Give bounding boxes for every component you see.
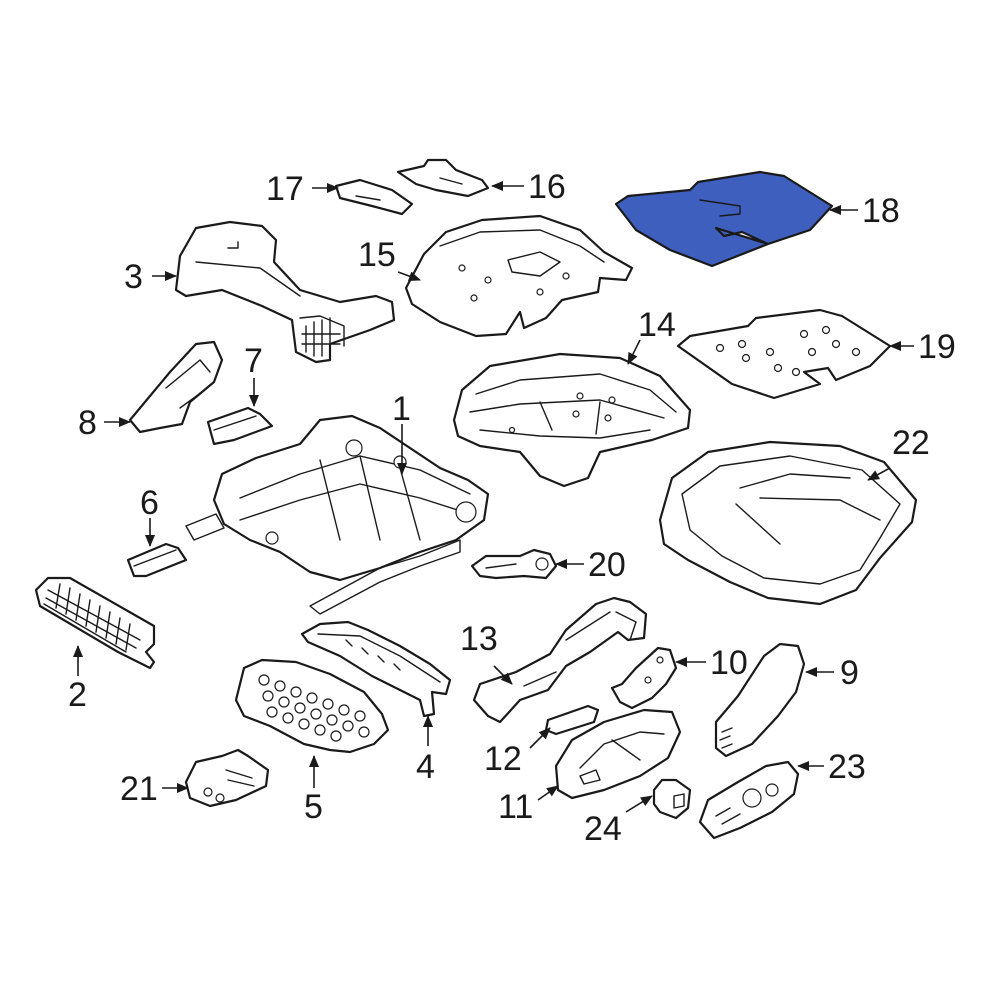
callout-16[interactable]: 16: [528, 168, 566, 206]
leader-22: [867, 467, 891, 481]
leader-15: [397, 271, 421, 281]
callout-11[interactable]: 11: [498, 788, 533, 826]
callout-3[interactable]: 3: [124, 258, 143, 296]
part-7-bracket[interactable]: [206, 406, 274, 446]
callout-6[interactable]: 6: [140, 484, 159, 522]
part-16-pad[interactable]: [396, 158, 490, 198]
part-13-bracket[interactable]: [472, 596, 648, 724]
part-22-seat-cover[interactable]: [658, 440, 918, 606]
callout-21[interactable]: 21: [120, 770, 158, 808]
callout-19[interactable]: 19: [918, 328, 956, 366]
part-4-rail[interactable]: [300, 620, 452, 718]
leader-11: [537, 785, 559, 801]
callout-5[interactable]: 5: [304, 788, 323, 826]
callout-20[interactable]: 20: [588, 546, 626, 584]
mesh-pattern: [258, 674, 370, 742]
callout-13[interactable]: 13: [460, 620, 498, 658]
part-10-bracket[interactable]: [610, 646, 678, 710]
part-9-side-cover[interactable]: [714, 642, 806, 758]
part-11-side-trim[interactable]: [554, 708, 682, 800]
leader-lines: [73, 181, 914, 813]
callout-7[interactable]: 7: [244, 342, 263, 380]
callout-22[interactable]: 22: [892, 424, 930, 462]
part-6-bracket[interactable]: [126, 542, 188, 578]
part-3-side-cover[interactable]: [174, 220, 396, 364]
part-2-corrugated-cover[interactable]: [34, 576, 156, 670]
part-8-side-shield[interactable]: [128, 340, 224, 434]
part-5-mesh-tray[interactable]: [234, 658, 390, 754]
part-17-pad[interactable]: [334, 178, 414, 216]
part-24-connector[interactable]: [652, 778, 692, 820]
callout-2[interactable]: 2: [68, 676, 87, 714]
callout-23[interactable]: 23: [828, 748, 866, 786]
part-20-hinge[interactable]: [470, 548, 558, 580]
callout-15[interactable]: 15: [358, 236, 396, 274]
callout-17[interactable]: 17: [266, 170, 304, 208]
callout-labels: 1 2 3 4 5 6 7 8 9 10 11 12 13 14 15 16 1…: [68, 168, 956, 848]
callout-24[interactable]: 24: [584, 810, 622, 848]
leader-13: [493, 665, 513, 685]
callout-4[interactable]: 4: [416, 748, 435, 786]
part-23-seat-switch[interactable]: [698, 760, 800, 840]
part-19-seat-pad[interactable]: [676, 308, 892, 400]
leader-24: [625, 795, 653, 813]
callout-12[interactable]: 12: [484, 740, 522, 778]
leader-14: [627, 339, 641, 365]
callout-1[interactable]: 1: [392, 390, 411, 428]
callout-18[interactable]: 18: [862, 192, 900, 230]
part-14-cushion-foam[interactable]: [452, 352, 692, 488]
callout-9[interactable]: 9: [840, 654, 859, 692]
part-1-seat-frame[interactable]: [185, 414, 490, 615]
callout-8[interactable]: 8: [78, 404, 97, 442]
leader-12: [529, 727, 551, 749]
part-15-cushion-frame[interactable]: [404, 214, 634, 338]
part-18-heater-pad[interactable]: [614, 170, 834, 268]
part-21-switch[interactable]: [184, 748, 270, 808]
callout-10[interactable]: 10: [710, 644, 748, 682]
callout-14[interactable]: 14: [638, 306, 676, 344]
